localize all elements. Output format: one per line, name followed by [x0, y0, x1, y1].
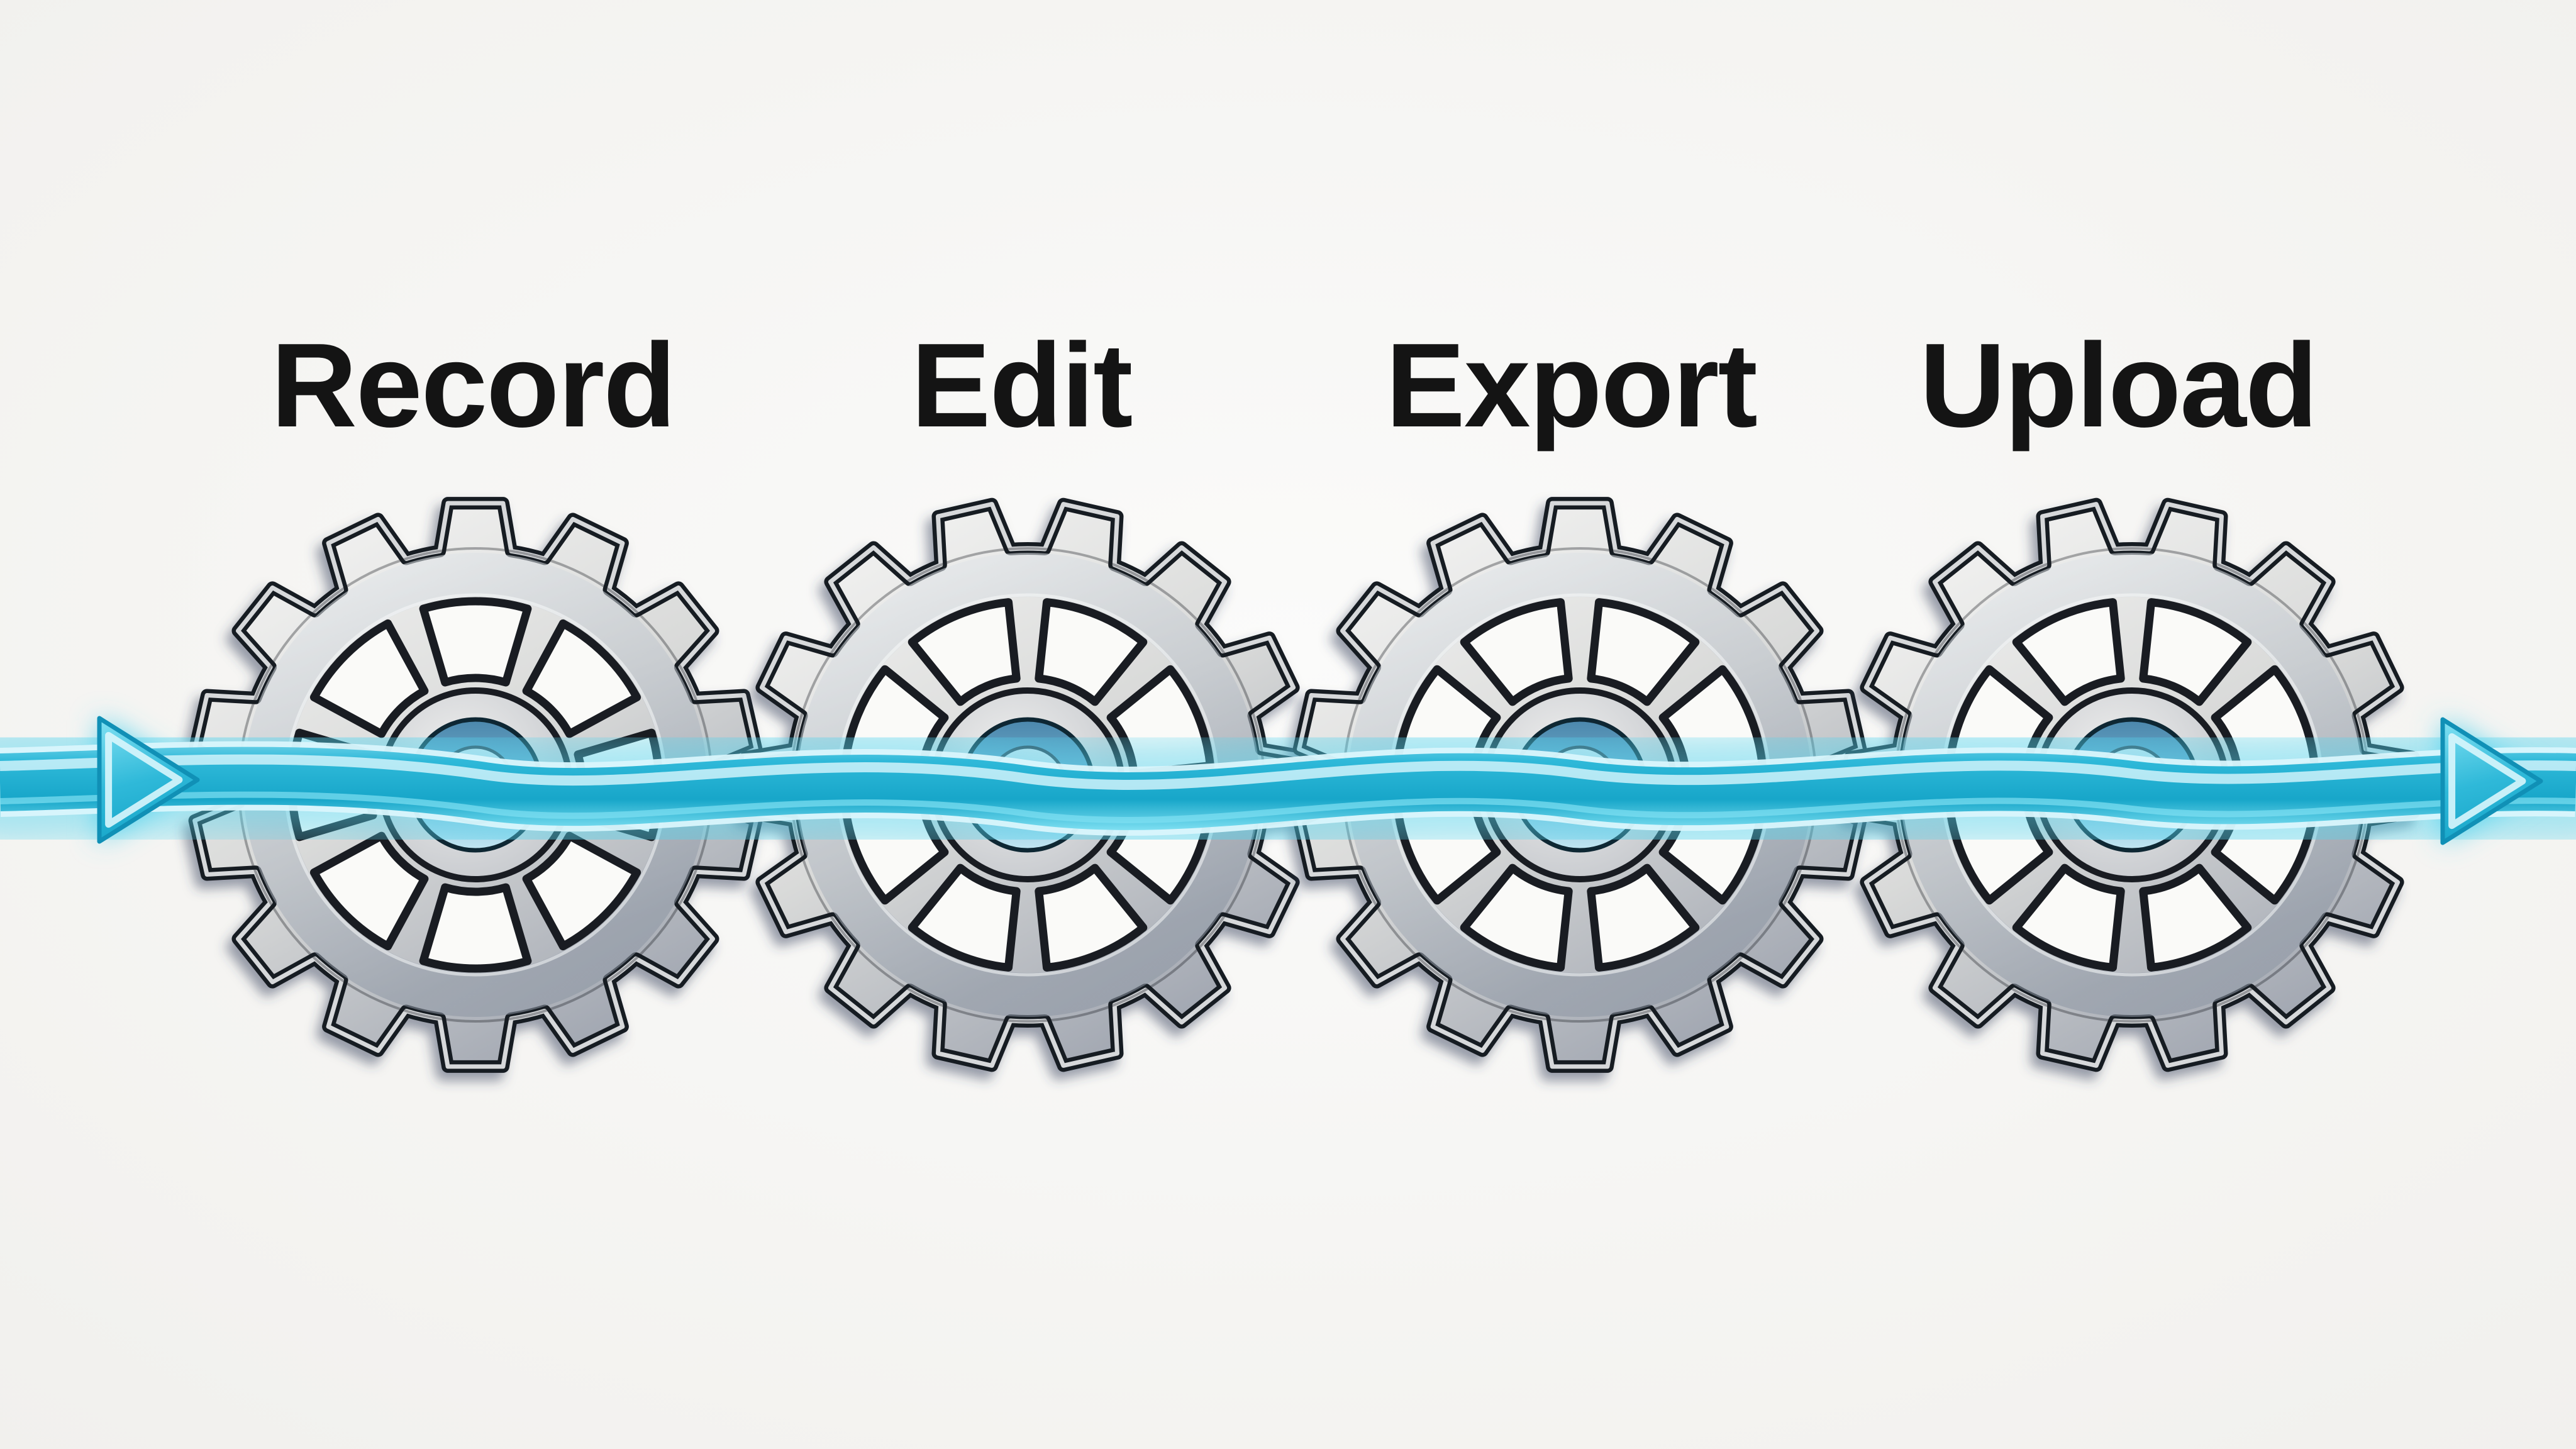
gear-spoke-window	[1460, 863, 1573, 972]
gear-spoke-window	[309, 831, 429, 951]
arrowhead-inner-outline	[105, 731, 183, 828]
flow-arrow	[0, 714, 2576, 863]
gear-spoke-window	[2139, 863, 2252, 972]
gear-spoke-window	[1587, 863, 1700, 972]
stage-label-record: Record	[271, 319, 675, 452]
gear-spoke-window	[2139, 598, 2252, 706]
gear-body-highlight	[1848, 502, 2416, 1068]
gear-spoke-window	[1460, 598, 1573, 706]
arrowhead-inner-outline	[2448, 733, 2526, 830]
gear-spoke-window	[1587, 598, 1700, 706]
arrow-band-top-gloss	[0, 754, 2576, 790]
gear-spoke-window	[2012, 863, 2125, 972]
gear-spoke-window	[2012, 598, 2125, 706]
stage-label-export: Export	[1385, 319, 1757, 452]
stage-labels: Record Edit Export Upload	[271, 319, 2318, 452]
arrow-band	[0, 747, 2576, 830]
gear-body-highlight	[192, 501, 758, 1069]
stage-label-edit: Edit	[911, 319, 1132, 452]
gear-body-highlight	[743, 502, 1312, 1068]
gear-spoke-window	[1035, 598, 1148, 706]
gear-body-highlight	[1297, 501, 1863, 1069]
gear-spoke-window	[419, 597, 532, 687]
gear-spoke-window	[419, 883, 532, 973]
gear-spoke-window	[1035, 863, 1148, 972]
gear-spoke-window	[522, 619, 641, 738]
gear-spoke-window	[908, 863, 1021, 972]
stage-label-upload: Upload	[1919, 319, 2317, 452]
gear-spoke-window	[908, 598, 1021, 706]
arrow-band-bottom-gloss	[0, 791, 2576, 823]
